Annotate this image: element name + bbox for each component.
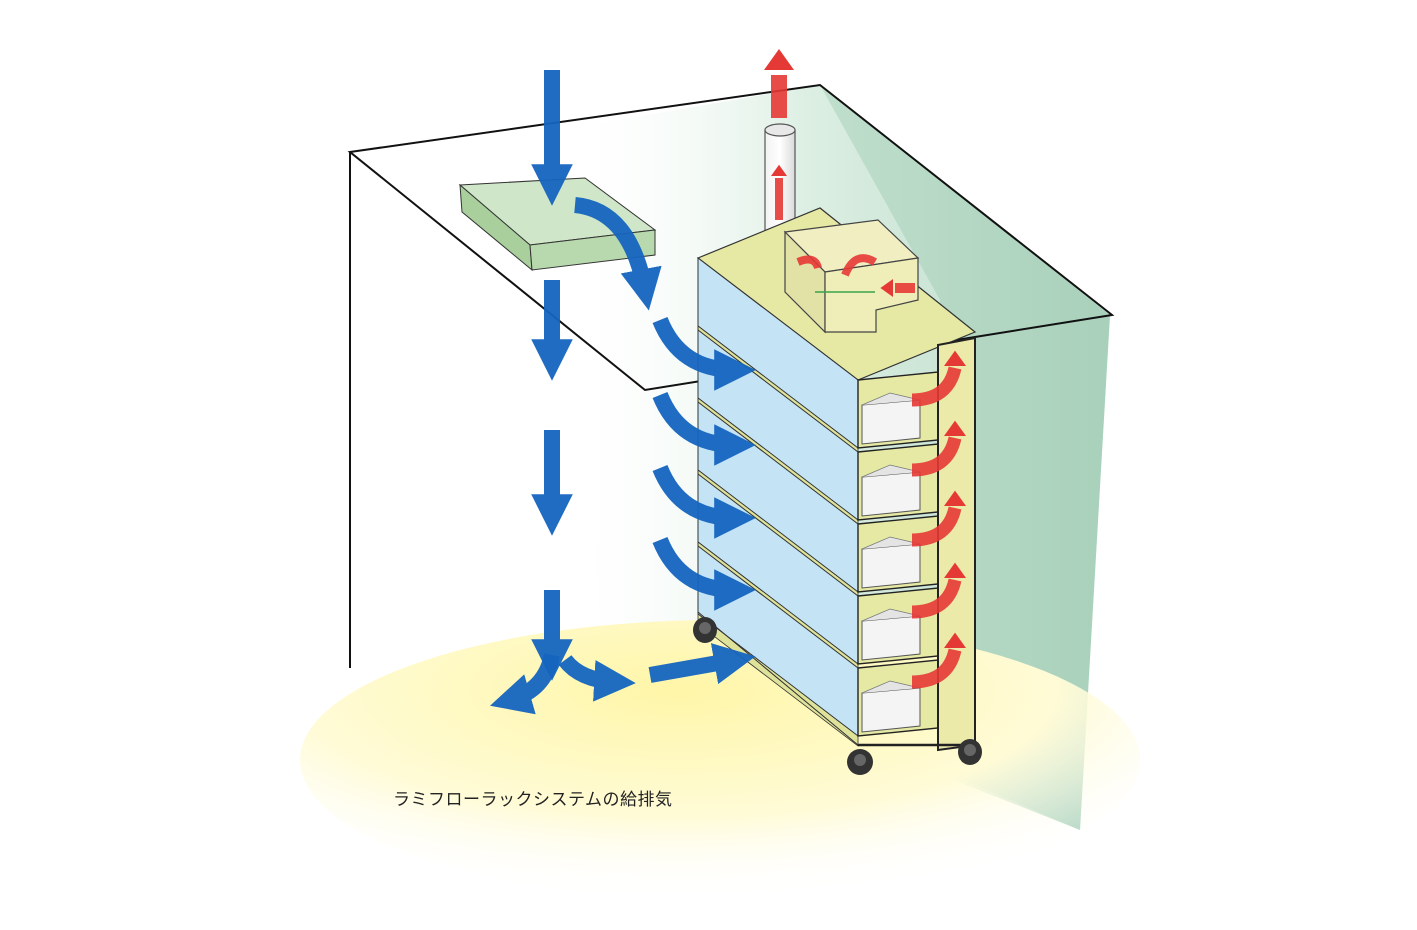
red-arrow-head (880, 279, 893, 297)
supply-air-arrows (490, 70, 756, 715)
red-arrow-head (944, 420, 966, 436)
diagram-caption: ラミフローラックシステムの給排気 (393, 790, 673, 810)
red-arrow-icon (911, 648, 962, 689)
rack-drawer (861, 536, 921, 589)
caster-wheel (693, 617, 717, 643)
red-arrow-icon (796, 255, 822, 270)
rack-drawer (861, 392, 921, 445)
rack-drawer (861, 464, 921, 517)
blue-arrow-icon (490, 653, 560, 715)
red-arrow-head (944, 490, 966, 506)
red-arrow-icon (911, 436, 962, 477)
blue-arrow-icon (652, 536, 756, 611)
red-arrow-icon (841, 254, 878, 277)
rack-drawer (861, 608, 921, 661)
red-arrow-head (764, 49, 794, 70)
blue-arrow-icon (652, 391, 756, 466)
red-arrow-icon (911, 366, 962, 407)
rack-casters (693, 617, 982, 775)
caster-wheel (958, 739, 982, 765)
red-arrow-icon (911, 578, 962, 619)
red-arrow-head (944, 350, 966, 366)
blue-arrow-icon (558, 654, 636, 702)
exhaust-air-arrows (764, 49, 966, 689)
blue-arrow-icon (573, 197, 662, 311)
blue-arrow-icon (652, 316, 756, 391)
red-arrow-head (944, 632, 966, 648)
blue-arrow-icon (652, 464, 756, 539)
blue-arrow-icon (648, 643, 756, 685)
caster-wheel (847, 749, 873, 775)
exhaust-box (783, 219, 920, 334)
red-arrow-icon (911, 506, 962, 547)
rack-drawer (861, 680, 921, 733)
red-arrow-head (771, 164, 787, 176)
red-arrow-head (944, 562, 966, 578)
